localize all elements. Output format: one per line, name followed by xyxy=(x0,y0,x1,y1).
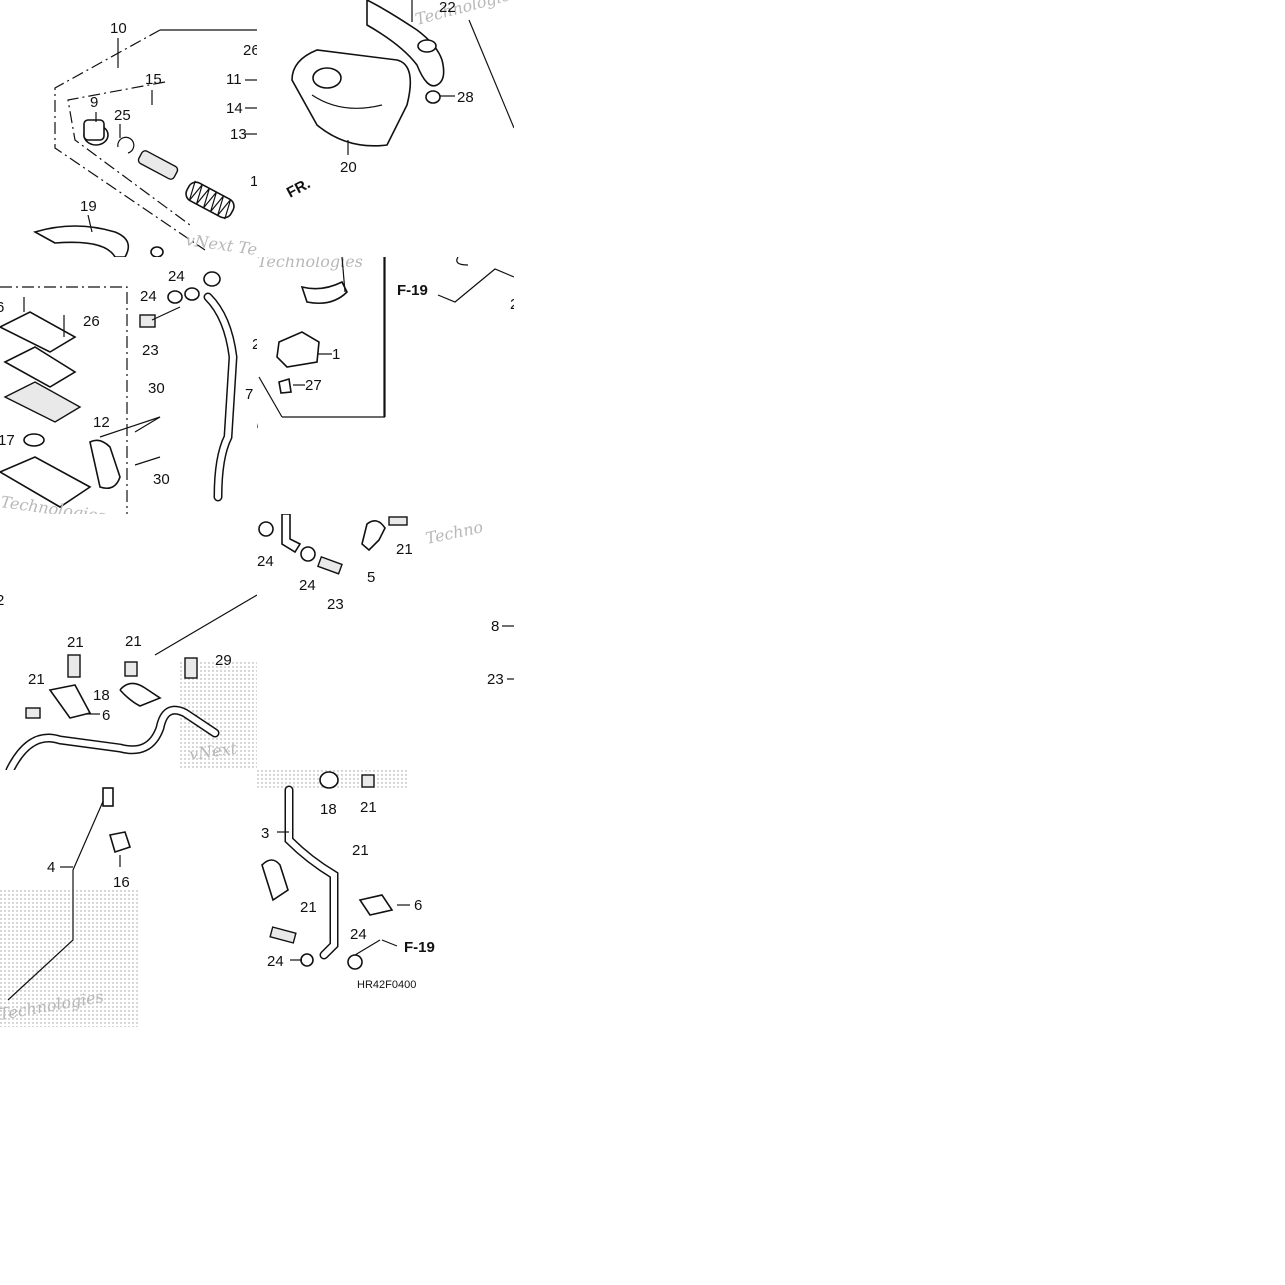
callout-label: 10 xyxy=(110,20,127,37)
callout-label: 21 xyxy=(125,633,142,650)
callout-label: 4 xyxy=(47,859,55,876)
callout-label: 24 xyxy=(257,553,274,570)
callout-label: 24 xyxy=(267,953,284,970)
callout-label: 29 xyxy=(215,652,232,669)
callout-label: 24 xyxy=(350,926,367,943)
watermark-text: Techno xyxy=(424,517,485,548)
tile-rigid-pipe: Technologies 4 16 xyxy=(0,770,257,1027)
callout-label: 21 xyxy=(67,634,84,651)
tile-reservoir: Technologies 22 28 20 xyxy=(257,0,514,257)
callout-label: 5 xyxy=(367,569,375,586)
callout-label: 18 xyxy=(320,801,337,818)
tile-right-labels: 8 23 xyxy=(470,610,514,690)
callout-label: 26 xyxy=(83,313,100,330)
callout-label: 21 xyxy=(300,899,317,916)
callout-label: 24 xyxy=(299,577,316,594)
callout-label: 2 xyxy=(0,592,4,609)
callout-label: 14 xyxy=(226,100,243,117)
callout-label: 8 xyxy=(491,618,499,635)
callout-label: 30 xyxy=(148,380,165,397)
callout-label: 21 xyxy=(28,671,45,688)
callout-label: 22 xyxy=(439,0,456,16)
callout-label: 11 xyxy=(226,71,242,88)
callout-label: 27 xyxy=(305,377,322,394)
callout-label: 24 xyxy=(140,288,157,305)
reference-label: F-19 xyxy=(397,282,428,299)
callout-label: 3 xyxy=(261,825,269,842)
callout-label: 17 xyxy=(0,432,15,449)
callout-label: 7 xyxy=(245,386,253,403)
callout-label: 25 xyxy=(114,107,131,124)
callout-label: 1 xyxy=(250,173,257,190)
callout-label: 21 xyxy=(352,842,369,859)
callout-label: 13 xyxy=(230,126,247,143)
front-direction-label: FR. xyxy=(285,178,313,202)
callout-label: 2 xyxy=(510,296,514,313)
callout-label: 23 xyxy=(142,342,159,359)
tile-caliper-hose: 18 21 3 21 21 6 24 24 F-19 HR42F0400 xyxy=(257,770,514,1027)
callout-label: 6 xyxy=(102,707,110,724)
reference-label: F-19 xyxy=(404,939,435,956)
diagram-code: HR42F0400 xyxy=(357,979,416,991)
watermark-text: Technologies xyxy=(257,257,363,271)
callout-label: 18 xyxy=(93,687,110,704)
tile-hose-fittings: Techno 24 24 23 5 21 xyxy=(257,514,514,614)
callout-label: 12 xyxy=(93,414,110,431)
watermark-text: vNext Tec xyxy=(184,230,257,257)
callout-label: 2 xyxy=(252,336,257,353)
svg-text:FR.: FR. xyxy=(285,178,313,202)
callout-label: 28 xyxy=(457,89,474,106)
tile-master-cylinder-kit: vNext Tec 10 26 11 14 13 15 9 25 19 1 xyxy=(0,0,257,257)
callout-label: 30 xyxy=(153,471,170,488)
callout-label: 23 xyxy=(487,671,504,688)
tile-hose-labels: 24 24 23 2 7 xyxy=(130,257,257,514)
tile-brake-switch: 1 27 xyxy=(257,257,387,427)
callout-label: 9 xyxy=(90,94,98,111)
callout-label: 6 xyxy=(0,299,4,316)
callout-label: 21 xyxy=(360,799,377,816)
callout-label: 21 xyxy=(396,541,413,558)
tile-lower-hose: vNext 2 21 21 21 18 6 29 xyxy=(0,590,257,770)
callout-label: 16 xyxy=(113,874,130,891)
callout-label: 19 xyxy=(80,198,97,215)
callout-label: 1 xyxy=(332,346,340,363)
callout-label: 24 xyxy=(168,268,185,285)
callout-label: 20 xyxy=(340,159,357,176)
callout-label: 23 xyxy=(327,596,344,613)
callout-label: 26 xyxy=(243,42,257,59)
watermark-text: Technologies xyxy=(413,0,514,29)
tile-reference: F-19 2 xyxy=(390,257,514,317)
callout-label: 6 xyxy=(414,897,422,914)
callout-label: 15 xyxy=(145,71,162,88)
